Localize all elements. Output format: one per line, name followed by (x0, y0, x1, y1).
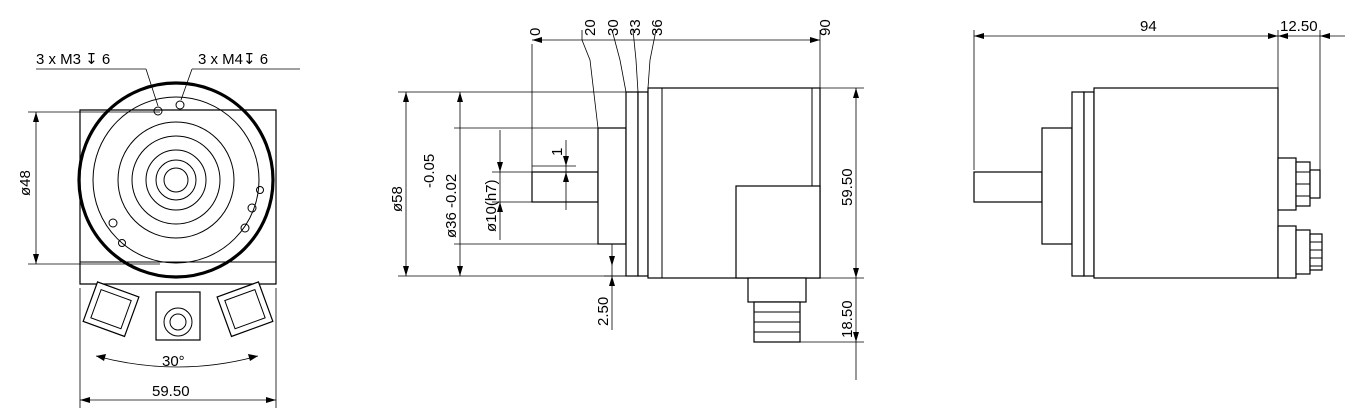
ordinate-0: 0 (527, 28, 544, 36)
side-connector-housing (735, 185, 821, 279)
dim-width-5950: 59.50 (152, 383, 190, 400)
dim-angle-30: 30° (162, 353, 185, 370)
mount-hole (175, 100, 185, 110)
rear-flange (1071, 91, 1085, 277)
mount-hole (118, 239, 126, 247)
mount-hole (153, 106, 163, 116)
dim-diameter-48: ø48 (17, 170, 34, 196)
dim-length-94: 94 (1140, 18, 1157, 35)
ordinate-20: 20 (582, 19, 599, 36)
rear-body (1093, 87, 1279, 279)
ordinate-90: 90 (817, 19, 834, 36)
callout-m3: 3 x M3 ↧ 6 (36, 51, 110, 68)
dim-height-5950: 59.50 (839, 168, 856, 206)
dim-diameter-36: ø36 -0.02 (443, 174, 460, 238)
front-view: 3 x M3 ↧ 6 3 x M4↧ 6 ø48 30° 59.50 (17, 51, 300, 408)
mount-hole (247, 203, 257, 213)
mount-hole (256, 186, 264, 194)
dim-diameter-10: ø10(h7) (483, 179, 500, 232)
ordinate-36: 36 (649, 19, 666, 36)
front-connector-right (216, 281, 274, 338)
dim-diameter-58: ø58 (389, 186, 406, 212)
tol-upper: -0.05 (421, 154, 438, 188)
front-connector-left (82, 281, 140, 338)
rear-connector-bottom (1277, 225, 1323, 279)
callout-m4: 3 x M4↧ 6 (198, 51, 268, 68)
front-flange-circle (77, 81, 275, 279)
side-view: 0 20 30 33 36 90 ø58 -0.05 ø36 -0.02 ø10… (389, 19, 864, 380)
side-flange (625, 91, 639, 277)
rear-shaft (973, 171, 1043, 203)
rear-view: 94 12.50 (973, 18, 1345, 279)
rear-connector-top (1277, 157, 1321, 211)
dim-flat-1: 1 (549, 148, 566, 156)
ordinate-33: 33 (627, 19, 644, 36)
dim-connector-len-1250: 12.50 (1280, 18, 1318, 35)
dim-flange-250: 2.50 (595, 297, 612, 326)
mount-hole (240, 223, 250, 233)
ordinate-30: 30 (605, 19, 622, 36)
front-connector-center (155, 291, 201, 341)
dim-connector-1850: 18.50 (839, 300, 856, 338)
side-hub (597, 127, 627, 245)
mount-hole (108, 218, 118, 228)
